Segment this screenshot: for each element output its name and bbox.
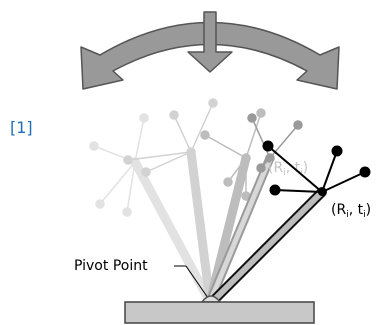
base-plate bbox=[124, 301, 315, 324]
main-end-point bbox=[331, 145, 343, 157]
curved-double-arrow bbox=[80, 21, 340, 90]
pivot-point-label: Pivot Point bbox=[74, 258, 148, 274]
reference-label: [1] bbox=[10, 118, 33, 137]
main-end-point bbox=[269, 184, 281, 196]
pivot-leader-line bbox=[185, 265, 209, 299]
main-end-point bbox=[359, 166, 371, 178]
ghost-2-joint bbox=[186, 147, 196, 157]
rotation-arrow-icon bbox=[80, 11, 340, 90]
ghost-4-joint bbox=[265, 153, 275, 163]
pose-label-current: (Ri, ti) bbox=[331, 202, 371, 220]
main-rod-fill bbox=[211, 189, 325, 303]
arm-pose-current bbox=[209, 140, 371, 305]
ghost-3-joint bbox=[241, 153, 251, 163]
down-arrow bbox=[187, 11, 233, 73]
ghost-2-rod bbox=[186, 147, 215, 307]
arm-pose-ghost-4 bbox=[205, 113, 303, 307]
arm-pose-ghost-1 bbox=[89, 113, 215, 307]
arm-pose-ghost-2 bbox=[123, 98, 218, 307]
ghost-1-rod bbox=[130, 157, 215, 307]
main-end-point bbox=[262, 140, 274, 152]
main-joint bbox=[318, 188, 326, 196]
